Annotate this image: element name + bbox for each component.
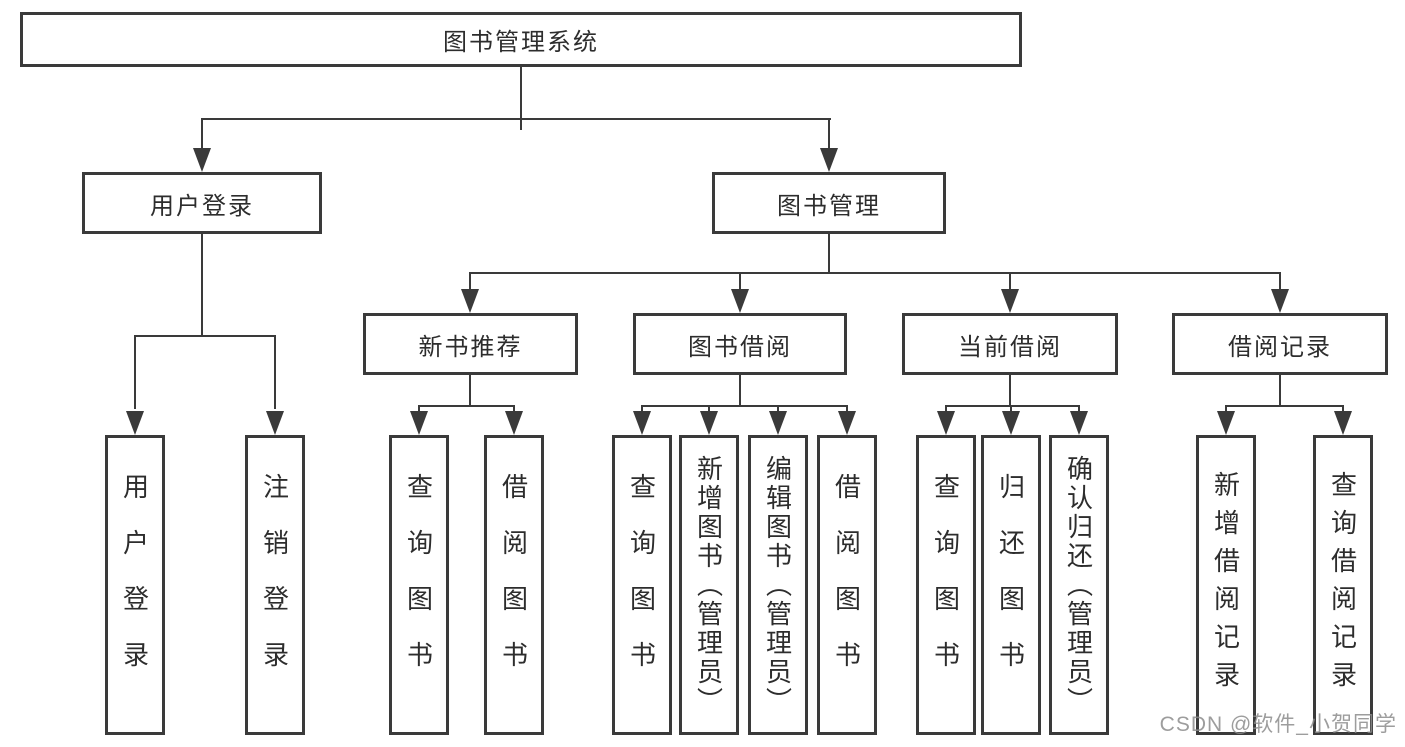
arrowhead-down-icon [633,411,651,435]
leaf-user-login: 用户登录 [105,435,165,735]
leaf-query-borrow-record: 查询借阅记录 [1313,435,1373,735]
connector-line [1009,375,1011,405]
connector-line [469,272,471,289]
leaf-add-borrow-record: 新增借阅记录 [1196,435,1256,735]
connector-line [1342,405,1344,413]
connector-line [201,234,203,335]
leaf-add-books-admin: 新增图书（管理员） [679,435,739,735]
connector-line [846,405,848,413]
node-book-management-label: 图书管理 [777,192,881,220]
arrowhead-down-icon [731,289,749,313]
connector-line [418,405,514,407]
node-new-book-recommend: 新书推荐 [363,313,578,375]
arrowhead-down-icon [769,411,787,435]
arrowhead-down-icon [266,411,284,435]
arrowhead-down-icon [1001,289,1019,313]
arrowhead-down-icon [838,411,856,435]
node-borrow-records-label: 借阅记录 [1228,333,1332,361]
node-new-book-recommend-label: 新书推荐 [418,333,523,361]
leaf-query-borrow-record-label: 查询借阅记录 [1327,471,1358,699]
arrowhead-down-icon [1217,411,1235,435]
leaf-query-books-borrow: 查询图书 [612,435,672,735]
arrowhead-down-icon [1271,289,1289,313]
connector-line [1078,405,1080,413]
connector-line [201,118,831,120]
arrowhead-down-icon [193,148,211,172]
node-user-login-label: 用户登录 [150,192,254,220]
arrowhead-down-icon [1334,411,1352,435]
leaf-borrow-books-label: 借阅图书 [831,473,862,697]
arrowhead-down-icon [820,148,838,172]
leaf-query-books-borrow-label: 查询图书 [626,473,657,697]
connector-line [945,405,947,413]
node-root-label: 图书管理系统 [443,29,599,56]
node-current-borrow-label: 当前借阅 [958,333,1062,361]
connector-line [134,335,275,337]
leaf-query-books-recommend-label: 查询图书 [403,473,434,697]
connector-line [828,234,830,272]
arrowhead-down-icon [461,289,479,313]
leaf-add-books-admin-label: 新增图书（管理员） [693,454,724,716]
connector-line [641,405,643,413]
leaf-return-books-label: 归还图书 [995,473,1026,697]
node-book-management: 图书管理 [712,172,946,234]
connector-line [828,118,830,150]
connector-line [469,375,471,405]
arrowhead-down-icon [505,411,523,435]
connector-line [945,405,1079,407]
connector-line [274,335,276,409]
connector-line [1279,375,1281,405]
connector-line [739,272,741,289]
leaf-logout: 注销登录 [245,435,305,735]
leaf-add-borrow-record-label: 新增借阅记录 [1210,471,1241,699]
arrowhead-down-icon [1070,411,1088,435]
connector-line [1225,405,1343,407]
connector-line [469,272,1280,274]
connector-line [418,405,420,413]
connector-line [1279,272,1281,289]
node-book-borrow-label: 图书借阅 [688,333,792,361]
connector-line [1010,405,1012,413]
leaf-query-books-recommend: 查询图书 [389,435,449,735]
connector-line [520,120,522,130]
leaf-edit-books-admin: 编辑图书（管理员） [748,435,808,735]
connector-line [513,405,515,413]
connector-line [1225,405,1227,413]
arrowhead-down-icon [410,411,428,435]
connector-line [134,335,136,409]
leaf-return-books: 归还图书 [981,435,1041,735]
node-root: 图书管理系统 [20,12,1022,67]
leaf-query-books-current-label: 查询图书 [930,473,961,697]
node-borrow-records: 借阅记录 [1172,313,1388,375]
connector-line [641,405,847,407]
arrowhead-down-icon [126,411,144,435]
leaf-borrow-books-recommend: 借阅图书 [484,435,544,735]
connector-line [520,67,522,118]
leaf-confirm-return-admin-label: 确认归还（管理员） [1063,454,1094,716]
node-user-login: 用户登录 [82,172,322,234]
arrowhead-down-icon [700,411,718,435]
leaf-borrow-books-recommend-label: 借阅图书 [498,473,529,697]
csdn-watermark: CSDN @软件_小贺同学 [1159,713,1397,736]
leaf-user-login-label: 用户登录 [119,473,150,697]
connector-line [739,375,741,405]
node-current-borrow: 当前借阅 [902,313,1118,375]
leaf-confirm-return-admin: 确认归还（管理员） [1049,435,1109,735]
connector-line [1009,272,1011,289]
leaf-query-books-current: 查询图书 [916,435,976,735]
arrowhead-down-icon [937,411,955,435]
arrowhead-down-icon [1002,411,1020,435]
leaf-borrow-books: 借阅图书 [817,435,877,735]
connector-line [708,405,710,413]
node-book-borrow: 图书借阅 [633,313,847,375]
connector-line [777,405,779,413]
leaf-edit-books-admin-label: 编辑图书（管理员） [762,454,793,716]
connector-line [201,118,203,150]
leaf-logout-label: 注销登录 [259,473,290,697]
